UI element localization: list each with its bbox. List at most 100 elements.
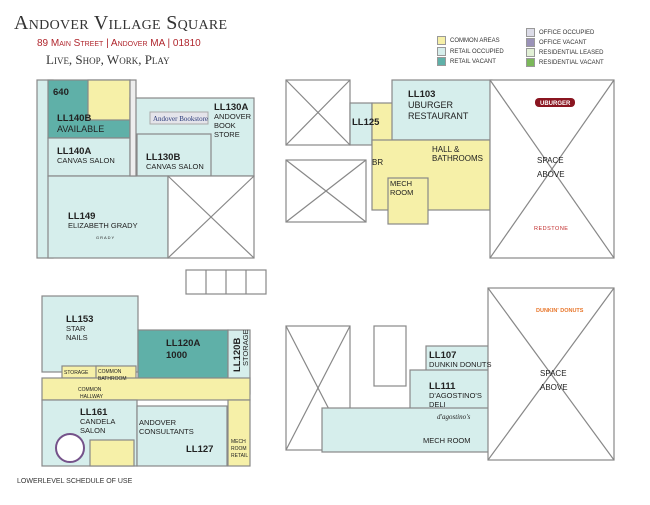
mech-room: [387, 177, 429, 225]
label-ll130a: LL130A: [214, 102, 248, 113]
legend-residential-vacant: RESIDENTIAL VACANT: [526, 58, 604, 67]
label-andover-c: ANDOVER: [139, 418, 177, 427]
mech-room-lower: [321, 407, 519, 453]
dunkin-logo: DUNKIN' DONUTS: [536, 308, 584, 314]
grady-logo: GRADY: [96, 235, 115, 240]
label-hall: HALL &: [432, 145, 460, 154]
label-available: AVAILABLE: [57, 124, 104, 134]
swatch: [437, 47, 446, 56]
dagostinos-logo: d'agostino's: [437, 413, 471, 421]
label-room: ROOM: [390, 188, 413, 197]
legend-office-vacant: OFFICE VACANT: [526, 38, 587, 47]
legend-label: COMMON AREAS: [450, 37, 500, 44]
plan-top-left: [36, 79, 255, 259]
label-canvas-salon: CANVAS SALON: [57, 156, 115, 165]
bookstore-logo: Andover Bookstore: [153, 115, 208, 123]
label-space: SPACE: [537, 156, 564, 165]
legend-residential-leased: RESIDENTIAL LEASED: [526, 48, 603, 57]
tagline: Live, Shop, Work, Play: [46, 52, 170, 67]
label-ll140a: LL140A: [57, 146, 91, 157]
label-640: 640: [53, 87, 69, 98]
label-space-lower: SPACE: [540, 369, 567, 378]
label-elizabeth-grady: ELIZABETH GRADY: [68, 221, 138, 230]
label-mech: MECH: [390, 179, 412, 188]
label-ll120a: LL120A: [166, 338, 200, 349]
label-retail: RETAIL: [231, 453, 248, 459]
label-ll107: LL107: [429, 350, 456, 361]
label-canvas-salon-b: CANVAS SALON: [146, 162, 204, 171]
unit-ll149[interactable]: [47, 175, 169, 259]
label-deli: DELI: [429, 400, 446, 409]
label-ll140b: LL140B: [57, 113, 91, 124]
mech-room-retail: [227, 399, 251, 467]
label-ll149: LL149: [68, 211, 95, 222]
legend-label: RETAIL OCCUPIED: [450, 48, 504, 55]
label-consultants: CONSULTANTS: [139, 427, 194, 436]
unit-ll153[interactable]: [41, 295, 139, 373]
candela-logo: [55, 433, 85, 463]
swatch: [526, 38, 535, 47]
label-dagostinos: D'AGOSTINO'S: [429, 391, 482, 400]
legend-label: RESIDENTIAL VACANT: [539, 59, 604, 66]
label-andover: ANDOVER: [214, 112, 252, 121]
swatch: [437, 57, 446, 66]
label-candela: CANDELA: [80, 417, 115, 426]
label-common: COMMON: [98, 369, 122, 375]
stair-common: [87, 79, 131, 121]
label-ll125: LL125: [352, 117, 380, 128]
label-bathrooms: BATHROOMS: [432, 154, 483, 163]
swatch: [526, 48, 535, 57]
label-bathroom: BATHROOM: [98, 376, 127, 382]
swatch: [437, 36, 446, 45]
unit-ll103[interactable]: [391, 79, 493, 141]
label-storage: STORAGE: [64, 370, 89, 376]
unit-ll140a[interactable]: [47, 137, 131, 177]
label-room-r: ROOM: [231, 446, 247, 452]
redstone-logo: REDSTONE: [534, 226, 568, 232]
legend-retail-occupied: RETAIL OCCUPIED: [437, 47, 504, 56]
label-book: BOOK: [214, 121, 236, 130]
label-mech-r: MECH: [231, 439, 246, 445]
label-uburger: UBURGER: [408, 100, 454, 110]
stair-block: [185, 269, 267, 295]
label-nails: NAILS: [66, 333, 88, 342]
label-1000-sf: 1000: [166, 350, 187, 361]
property-title: Andover Village Square: [14, 12, 228, 34]
label-ll130b: LL130B: [146, 152, 180, 163]
legend-label: OFFICE VACANT: [539, 39, 587, 46]
uburger-logo: UBURGER: [540, 101, 571, 107]
label-br: BR: [372, 158, 383, 167]
label-ll120b: LL120B: [232, 338, 243, 372]
label-salon: SALON: [80, 426, 105, 435]
plan-bottom-right: [285, 287, 615, 461]
unit-andover-consultants[interactable]: [136, 405, 228, 467]
property-address: 89 Main Street | Andover MA | 01810: [37, 38, 201, 49]
schedule-caption: LOWERLEVEL SCHEDULE OF USE: [17, 478, 133, 485]
label-restaurant: RESTAURANT: [408, 111, 469, 121]
legend-label: OFFICE OCCUPIED: [539, 29, 595, 36]
label-ll103: LL103: [408, 89, 435, 100]
legend-office-occupied: OFFICE OCCUPIED: [526, 28, 594, 37]
swatch: [526, 58, 535, 67]
label-storage-b: STORAGE: [241, 329, 250, 366]
label-store: STORE: [214, 130, 240, 139]
label-common-hall: COMMON: [78, 387, 102, 393]
common-hallway: [41, 377, 251, 401]
swatch: [526, 28, 535, 37]
label-above-lower: ABOVE: [540, 383, 568, 392]
label-ll153: LL153: [66, 314, 93, 325]
plan-top-right: [285, 79, 615, 259]
legend-label: RETAIL VACANT: [450, 58, 496, 65]
label-dunkin-donuts: DUNKIN DONUTS: [429, 360, 492, 369]
label-ll111: LL111: [429, 381, 456, 392]
plan-bottom-left: [41, 295, 251, 467]
legend-common-areas: COMMON AREAS: [437, 36, 500, 45]
label-mech-room: MECH ROOM: [423, 436, 471, 445]
label-above: ABOVE: [537, 170, 565, 179]
label-ll161: LL161: [80, 407, 108, 418]
label-hallway: HALLWAY: [80, 394, 104, 400]
label-star: STAR: [66, 324, 86, 333]
legend-retail-vacant: RETAIL VACANT: [437, 57, 496, 66]
